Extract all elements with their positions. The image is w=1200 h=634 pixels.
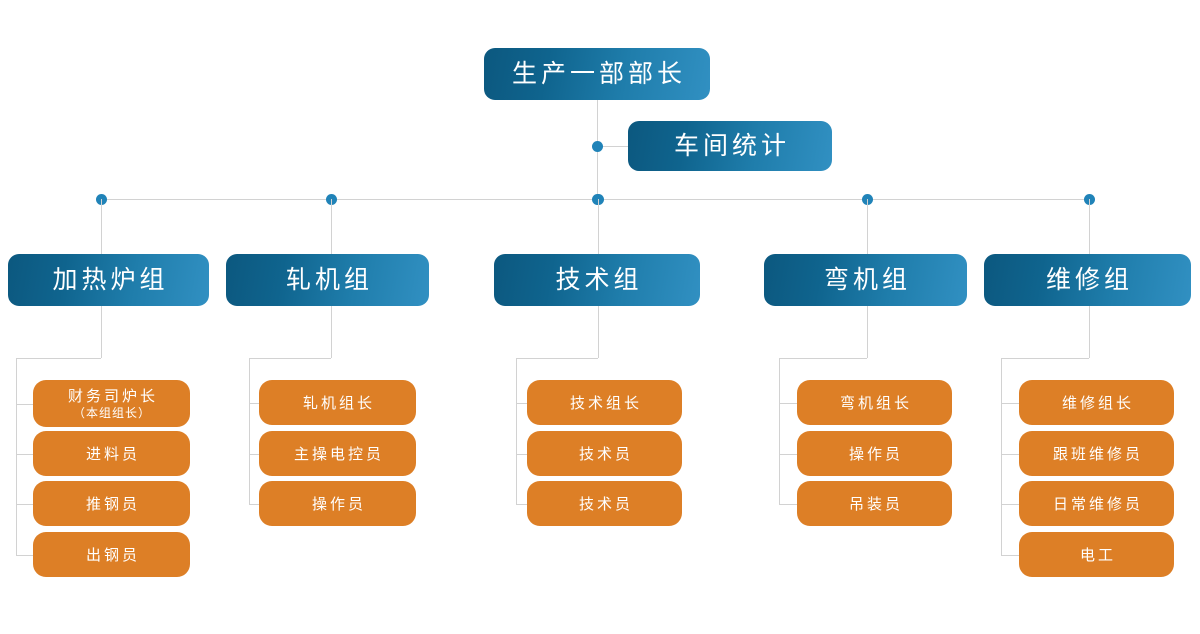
- member-label: 技术员: [578, 494, 633, 513]
- member-stub-1-1: [16, 403, 33, 405]
- group-drop-line-5: [1089, 199, 1090, 254]
- member-node-4-1[interactable]: 弯机组长: [797, 380, 952, 425]
- member-stub-1-2: [16, 453, 33, 455]
- member-node-1-3[interactable]: 推钢员: [33, 481, 190, 526]
- root-node-label: 生产一部部长: [511, 59, 686, 88]
- member-node-1-2[interactable]: 进料员: [33, 431, 190, 476]
- member-sublabel: （本组组长）: [72, 405, 151, 420]
- member-stub-2-2: [249, 453, 259, 455]
- member-label: 跟班维修员: [1052, 444, 1143, 463]
- member-label: 推钢员: [85, 494, 140, 513]
- group-stem-line-1: [101, 306, 102, 358]
- member-node-5-4[interactable]: 电工: [1019, 532, 1174, 577]
- member-label: 日常维修员: [1052, 494, 1143, 513]
- member-stub-5-4: [1001, 554, 1019, 556]
- group-drop-line-3: [598, 199, 599, 254]
- group-node-3-label: 技术组: [555, 265, 643, 294]
- member-stub-1-3: [16, 503, 33, 505]
- member-label: 弯机组长: [839, 393, 912, 412]
- staff-node-label: 车间统计: [673, 131, 790, 160]
- staff-branch-line: [597, 146, 628, 147]
- group-node-4-label: 弯机组: [823, 265, 911, 294]
- group-node-5[interactable]: 维修组: [984, 254, 1191, 306]
- group-stem-line-2: [331, 306, 332, 358]
- group-node-3[interactable]: 技术组: [494, 254, 700, 306]
- member-stub-4-2: [779, 453, 797, 455]
- group-trunk-top-line-1: [16, 358, 101, 359]
- member-label: 技术组长: [569, 393, 642, 412]
- group-node-5-label: 维修组: [1045, 265, 1133, 294]
- group-stem-line-3: [598, 306, 599, 358]
- member-label: 操作员: [311, 494, 366, 513]
- member-node-3-3[interactable]: 技术员: [527, 481, 682, 526]
- group-node-2-label: 轧机组: [285, 265, 373, 294]
- group-trunk-line-3: [516, 358, 517, 504]
- group-drop-line-4: [867, 199, 868, 254]
- member-node-4-2[interactable]: 操作员: [797, 431, 952, 476]
- group-drop-line-2: [331, 199, 332, 254]
- member-label: 吊装员: [848, 494, 903, 513]
- member-node-1-4[interactable]: 出钢员: [33, 532, 190, 577]
- member-node-4-3[interactable]: 吊装员: [797, 481, 952, 526]
- member-label: 电工: [1079, 545, 1116, 564]
- group-drop-line-1: [101, 199, 102, 254]
- member-stub-2-1: [249, 402, 259, 404]
- member-label: 技术员: [578, 444, 633, 463]
- member-node-5-1[interactable]: 维修组长: [1019, 380, 1174, 425]
- group-trunk-line-2: [249, 358, 250, 504]
- member-label: 财务司炉长: [67, 386, 158, 405]
- member-stub-3-2: [516, 453, 527, 455]
- group-trunk-top-line-3: [516, 358, 598, 359]
- group-node-2[interactable]: 轧机组: [226, 254, 429, 306]
- group-trunk-top-line-4: [779, 358, 867, 359]
- member-node-3-2[interactable]: 技术员: [527, 431, 682, 476]
- group-stem-line-4: [867, 306, 868, 358]
- group-trunk-line-5: [1001, 358, 1002, 555]
- staff-branch-dot: [591, 140, 603, 152]
- group-node-1[interactable]: 加热炉组: [8, 254, 209, 306]
- member-label: 主操电控员: [293, 444, 384, 463]
- member-stub-3-1: [516, 402, 527, 404]
- member-label: 轧机组长: [302, 393, 375, 412]
- member-stub-4-1: [779, 402, 797, 404]
- member-stub-5-1: [1001, 402, 1019, 404]
- group-stem-line-5: [1089, 306, 1090, 358]
- group-trunk-top-line-2: [249, 358, 331, 359]
- member-label: 出钢员: [85, 545, 140, 564]
- member-stub-5-2: [1001, 453, 1019, 455]
- member-label: 操作员: [848, 444, 903, 463]
- member-node-2-2[interactable]: 主操电控员: [259, 431, 416, 476]
- staff-node[interactable]: 车间统计: [628, 121, 832, 171]
- member-node-2-3[interactable]: 操作员: [259, 481, 416, 526]
- member-stub-1-4: [16, 554, 33, 556]
- member-stub-2-3: [249, 503, 259, 505]
- group-trunk-line-1: [16, 358, 17, 555]
- group-node-4[interactable]: 弯机组: [764, 254, 967, 306]
- group-trunk-line-4: [779, 358, 780, 504]
- member-node-5-2[interactable]: 跟班维修员: [1019, 431, 1174, 476]
- root-node[interactable]: 生产一部部长: [484, 48, 710, 100]
- member-node-3-1[interactable]: 技术组长: [527, 380, 682, 425]
- member-node-1-1[interactable]: 财务司炉长（本组组长）: [33, 380, 190, 427]
- group-trunk-top-line-5: [1001, 358, 1089, 359]
- member-stub-5-3: [1001, 503, 1019, 505]
- member-node-5-3[interactable]: 日常维修员: [1019, 481, 1174, 526]
- group-node-1-label: 加热炉组: [52, 265, 169, 294]
- member-label: 进料员: [85, 444, 140, 463]
- member-label: 维修组长: [1061, 393, 1134, 412]
- member-node-2-1[interactable]: 轧机组长: [259, 380, 416, 425]
- member-stub-3-3: [516, 503, 527, 505]
- member-stub-4-3: [779, 503, 797, 505]
